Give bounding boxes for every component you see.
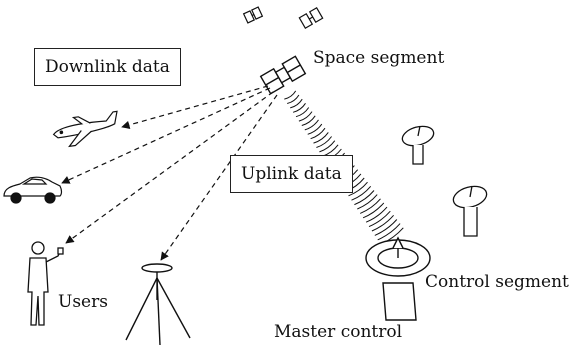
- uplink-wave-arc: [316, 136, 333, 148]
- satellite-icon: [298, 6, 324, 30]
- airplane-icon: [52, 110, 118, 148]
- car-icon: [3, 176, 63, 204]
- uplink-wave-arc: [360, 198, 381, 214]
- uplink-wave-arc: [377, 223, 401, 241]
- uplink-wave-arc: [292, 103, 306, 113]
- uplink-wave-arc: [290, 98, 303, 109]
- uplink-wave-arc: [362, 202, 385, 219]
- uplink-wave-arc: [371, 214, 394, 232]
- uplink-wave-arc: [357, 194, 378, 210]
- uplink-wave-arc: [304, 119, 319, 131]
- uplink-wave-arc: [301, 115, 316, 126]
- users-label: Users: [58, 292, 108, 312]
- satellite-icon: [242, 6, 264, 24]
- uplink-wave-arc: [313, 132, 329, 144]
- uplink-wave-arc: [354, 190, 375, 206]
- satellite-icon: [259, 55, 307, 95]
- dish-antenna-icon: [365, 236, 431, 321]
- uplink-wave-arc: [287, 94, 300, 104]
- uplink-wave-arc: [368, 210, 391, 228]
- uplink-wave-arc: [365, 206, 388, 223]
- master-control-label: Master control: [274, 322, 403, 342]
- uplink-wave-arc: [351, 185, 372, 201]
- tripod-antenna-icon: [125, 263, 191, 346]
- uplink-wave-arc: [319, 140, 336, 153]
- space-segment-label: Space segment: [313, 48, 445, 68]
- uplink-wave-arc: [374, 219, 398, 236]
- downlink-data-box: Downlink data: [34, 48, 181, 86]
- uplink-wave-arc: [310, 127, 326, 140]
- person-icon: [27, 241, 64, 326]
- uplink-wave-arc: [298, 111, 313, 122]
- uplink-wave-arc: [295, 107, 310, 118]
- dish-antenna-icon: [401, 125, 435, 165]
- control-segment-label: Control segment: [425, 272, 569, 292]
- dish-antenna-icon: [452, 185, 488, 237]
- downlink-arrows: [61, 85, 278, 261]
- uplink-wave-arc: [348, 181, 368, 197]
- uplink-wave-arc: [307, 123, 323, 135]
- uplink-wave-arc: [284, 90, 297, 100]
- uplink-data-box: Uplink data: [230, 155, 353, 193]
